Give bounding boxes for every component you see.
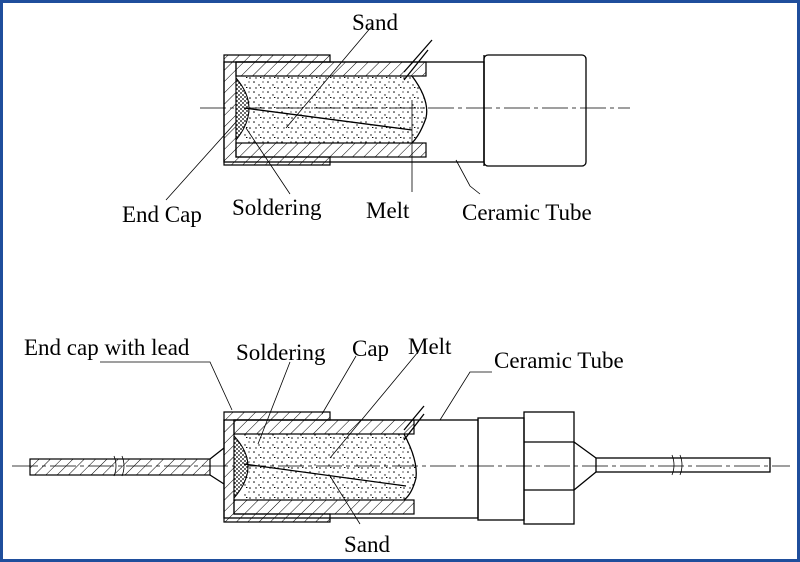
bottom-label-soldering: Soldering	[236, 340, 326, 365]
bottom-label-melt: Melt	[408, 334, 452, 359]
top-label-end-cap: End Cap	[122, 202, 202, 227]
bottom-label-ceramic-tube: Ceramic Tube	[494, 348, 624, 373]
bottom-soldering	[233, 434, 249, 500]
bottom-label-sand: Sand	[344, 532, 391, 557]
top-label-melt: Melt	[366, 198, 410, 223]
top-label-ceramic-tube: Ceramic Tube	[462, 200, 592, 225]
bottom-sand	[244, 434, 417, 500]
bottom-right-cap	[477, 417, 525, 521]
top-end-cap-right	[483, 54, 587, 167]
bottom-right-lead	[595, 457, 771, 473]
bottom-label-cap: Cap	[352, 336, 389, 361]
top-label-sand: Sand	[352, 10, 399, 35]
bottom-fuse-drawing	[12, 351, 790, 525]
bottom-left-lead	[29, 458, 211, 476]
top-label-soldering: Soldering	[232, 195, 322, 220]
top-melt-element	[243, 107, 413, 131]
bottom-label-end-cap-with-lead: End cap with lead	[24, 335, 190, 360]
top-sand	[244, 76, 427, 143]
top-fuse-drawing	[165, 25, 630, 201]
top-soldering	[235, 76, 250, 142]
bottom-melt-element	[243, 463, 407, 487]
